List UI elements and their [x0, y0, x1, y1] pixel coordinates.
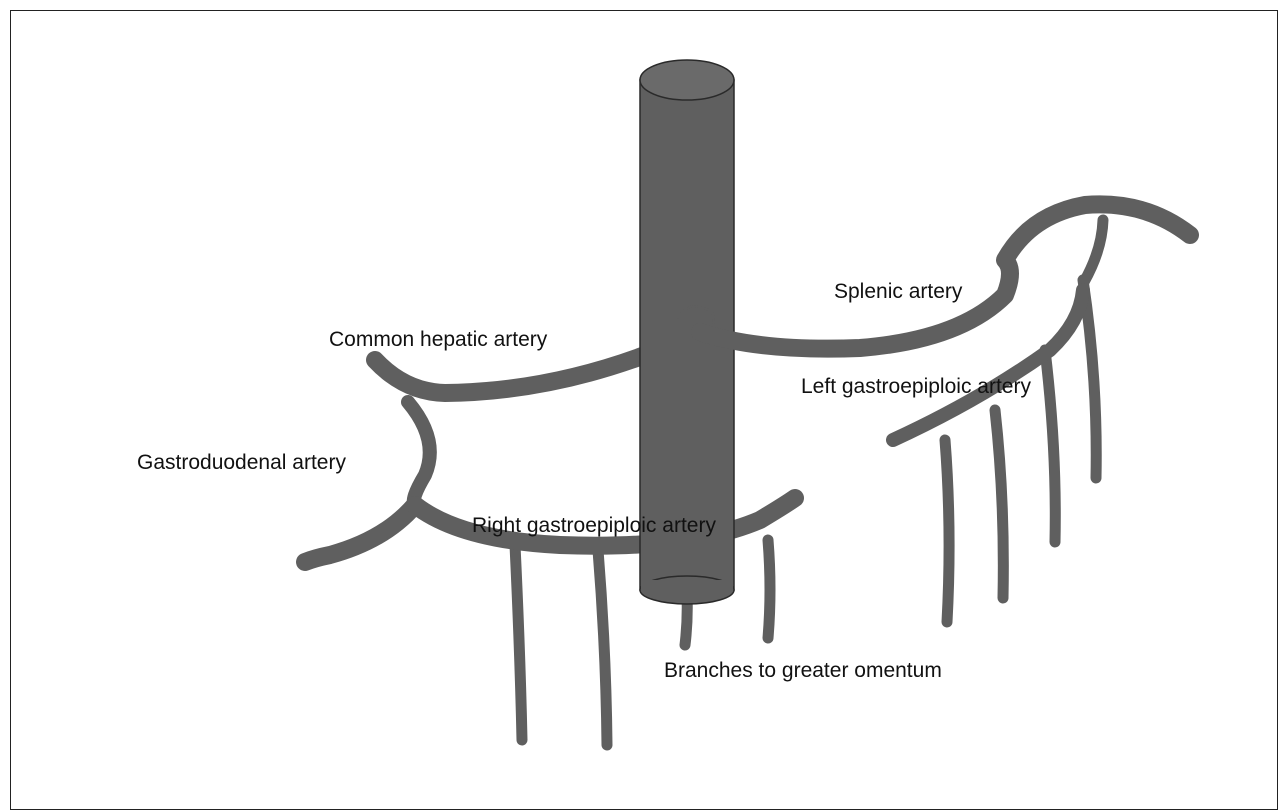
omental-branch — [768, 540, 770, 638]
gastroduodenal-artery — [408, 402, 430, 505]
common-hepatic-artery — [375, 355, 645, 393]
label-right-gastroepiploic-artery: Right gastroepiploic artery — [472, 515, 716, 536]
omental-branch — [515, 545, 522, 740]
omental-branch — [598, 550, 607, 745]
gastroduodenal-terminal — [305, 505, 415, 562]
artery-diagram — [0, 0, 1282, 790]
label-common-hepatic-artery: Common hepatic artery — [329, 329, 547, 350]
label-gastroduodenal-artery: Gastroduodenal artery — [137, 452, 346, 473]
omental-branch — [1045, 350, 1055, 542]
omental-branch — [945, 440, 949, 622]
omental-branch — [995, 410, 1003, 598]
omental-branch — [1084, 220, 1103, 282]
label-branches-to-greater-omentum: Branches to greater omentum — [664, 660, 942, 681]
splenic-artery — [700, 204, 1190, 348]
trunk-top — [640, 60, 734, 100]
trunk-joint — [641, 580, 733, 590]
label-splenic-artery: Splenic artery — [834, 281, 962, 302]
label-left-gastroepiploic-artery: Left gastroepiploic artery — [801, 376, 1031, 397]
